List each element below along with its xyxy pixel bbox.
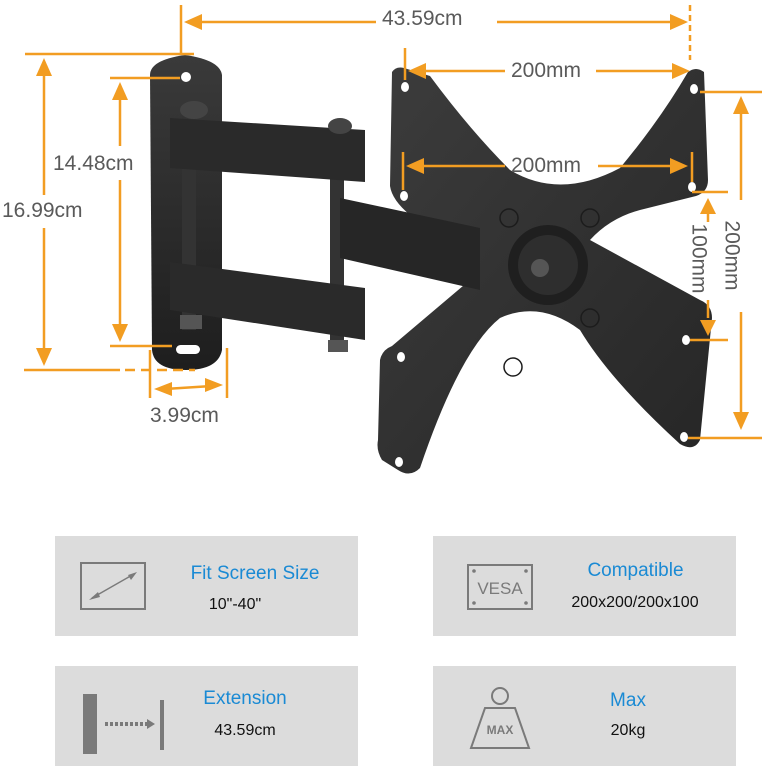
feature-card-screen-size: Fit Screen Size 10"-40" [55, 536, 358, 636]
plate-height-label: 16.99cm [0, 199, 85, 222]
feature-value: 20kg [610, 722, 646, 739]
vesa-small-height-label: 100mm [687, 223, 711, 294]
feature-card-vesa: VESA Compatible 200x200/200x100 [433, 536, 736, 636]
vesa-plate-icon: VESA [467, 564, 533, 610]
feature-title: Max [610, 690, 646, 711]
feature-card-max-load: MAX Max 20kg [433, 666, 736, 766]
diagonal-screen-icon [80, 562, 146, 610]
weight-icon: MAX [469, 687, 531, 749]
wall-mount-illustration [24, 5, 762, 474]
feature-value: 43.59cm [214, 722, 276, 739]
feature-card-extension: Extension 43.59cm [55, 666, 358, 766]
weight-icon-text: MAX [487, 723, 514, 737]
vesa-icon-text: VESA [477, 579, 523, 598]
product-dimension-diagram: 43.59cm 200mm 200mm 14.48cm 16.99cm 3.99… [0, 5, 762, 474]
vesa-top-width-label: 200mm [508, 60, 585, 81]
extension-arrow-icon [83, 694, 164, 754]
vesa-plate [377, 67, 712, 474]
feature-title: Compatible [587, 560, 684, 581]
swing-arms [170, 101, 480, 352]
feature-title: Extension [203, 688, 287, 709]
feature-value: 10"-40" [208, 596, 262, 613]
feature-title: Fit Screen Size [190, 563, 320, 584]
total-extension-label: 43.59cm [378, 8, 467, 29]
hole-spacing-label: 14.48cm [53, 152, 134, 175]
vesa-full-height-label: 200mm [720, 218, 744, 293]
vesa-mid-width-label: 200mm [511, 154, 582, 177]
plate-width-label: 3.99cm [150, 404, 219, 427]
feature-value: 200x200/200x100 [571, 594, 699, 611]
dimension-lines [24, 5, 762, 440]
